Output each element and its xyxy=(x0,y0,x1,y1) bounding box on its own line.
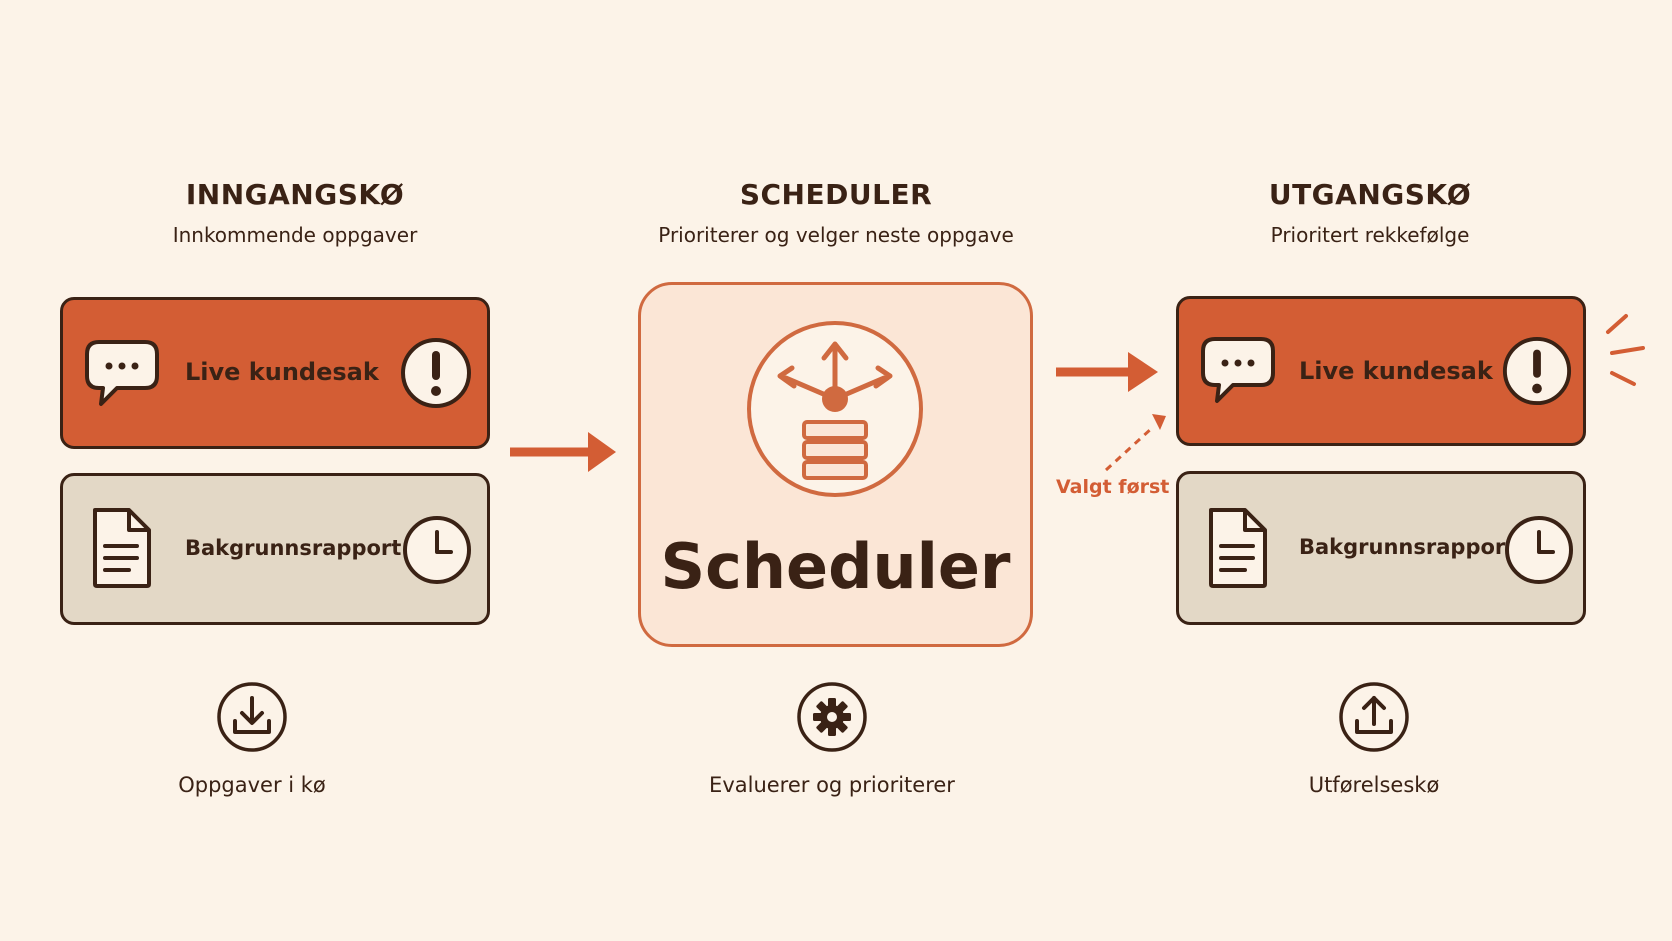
scheduler-subtitle: Prioriterer og velger neste oppgave xyxy=(658,223,1014,247)
clock-icon xyxy=(1505,516,1573,584)
scheduler-heading: SCHEDULER Prioriterer og velger neste op… xyxy=(630,178,1042,247)
dashed-pointer-arrow xyxy=(1104,414,1166,472)
scheduler-footer-label: Evaluerer og prioriterer xyxy=(709,773,955,797)
output-queue-title: UTGANGSKØ xyxy=(1268,178,1472,211)
input-card-live-case: Live kundesak xyxy=(60,297,490,449)
input-card-background-report-label: Bakgrunnsrapport xyxy=(185,536,402,560)
input-queue-title: INNGANGSKØ xyxy=(185,178,405,211)
gear-icon xyxy=(797,682,867,752)
output-queue-footer: Utførelseskø xyxy=(1224,680,1524,797)
scheduler-title: SCHEDULER xyxy=(739,178,933,211)
exclamation-icon xyxy=(401,338,471,408)
arrow-scheduler-to-output xyxy=(1056,352,1158,392)
output-queue-heading: UTGANGSKØ Prioritert rekkefølge xyxy=(1200,178,1540,247)
speech-bubble-icon xyxy=(85,340,159,406)
output-card-background-report-label: Bakgrunnsrapport xyxy=(1299,535,1516,559)
upload-tray-icon xyxy=(1339,682,1409,752)
arrow-input-to-scheduler xyxy=(510,432,616,472)
output-card-live-case-label: Live kundesak xyxy=(1299,357,1493,385)
input-queue-subtitle: Innkommende oppgaver xyxy=(172,223,418,247)
input-queue-footer-label: Oppgaver i kø xyxy=(178,773,326,797)
output-queue-subtitle: Prioritert rekkefølge xyxy=(1270,223,1470,247)
scheduler-footer: Evaluerer og prioriterer xyxy=(682,680,982,797)
scheduler-box-label: Scheduler xyxy=(660,530,1011,603)
input-queue-footer: Oppgaver i kø xyxy=(102,680,402,797)
prioritize-fork-icon xyxy=(747,321,923,497)
clock-icon xyxy=(403,516,471,584)
speech-bubble-icon xyxy=(1201,337,1275,403)
output-queue-footer-label: Utførelseskø xyxy=(1308,773,1440,797)
download-tray-icon xyxy=(217,682,287,752)
input-card-live-case-label: Live kundesak xyxy=(185,358,379,386)
output-card-background-report: Bakgrunnsrapport xyxy=(1176,471,1586,625)
document-icon xyxy=(93,508,151,588)
input-card-background-report: Bakgrunnsrapport xyxy=(60,473,490,625)
input-queue-heading: INNGANGSKØ Innkommende oppgaver xyxy=(125,178,465,247)
exclamation-icon xyxy=(1502,336,1572,406)
emphasis-marks xyxy=(1606,314,1645,386)
scheduler-box: Scheduler xyxy=(638,282,1033,647)
selected-first-note: Valgt først xyxy=(1056,476,1170,498)
output-card-live-case: Live kundesak xyxy=(1176,296,1586,446)
document-icon xyxy=(1209,508,1267,588)
